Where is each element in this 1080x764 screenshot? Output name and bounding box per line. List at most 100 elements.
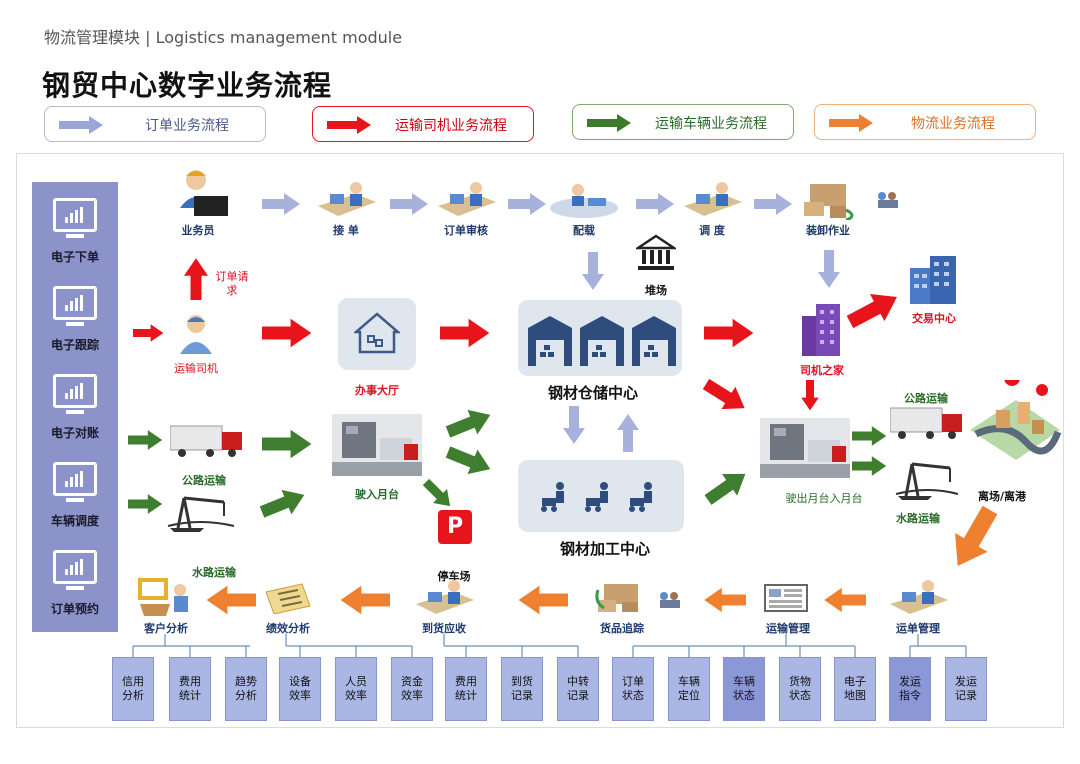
monitor-chart-icon	[53, 198, 97, 238]
bottom-item-arrival-record: 到货记录	[501, 657, 543, 721]
legend-driver-flow: 运输司机业务流程	[312, 106, 534, 142]
forklift-workers-icon	[541, 482, 652, 512]
bottom-item-order-status: 订单状态	[612, 657, 654, 721]
truck-icon	[890, 407, 962, 439]
node-drive-in-platform: 驶入月台	[355, 488, 399, 501]
bottom-item-cargo-status: 货物状态	[779, 657, 821, 721]
node-leave-port: 离场/离港	[977, 490, 1027, 503]
sidebar: 电子下单 电子跟踪 电子对账 车辆调度 订单预约	[32, 182, 118, 632]
warehouse-icon	[528, 316, 676, 366]
sidebar-item-vehicle-dispatch: 车辆调度	[32, 462, 118, 529]
arrow-icon	[587, 114, 631, 132]
node-customer-analysis: 客户分析	[144, 622, 188, 635]
node-stowage: 配载	[573, 224, 595, 237]
page-title: 钢贸中心数字业务流程	[42, 69, 333, 102]
desk-worker-icon	[890, 580, 948, 614]
vehicle-arrow	[418, 474, 458, 514]
vehicle-arrow	[128, 430, 163, 450]
monitor-chart-icon	[53, 462, 97, 502]
node-waybill-mgmt: 运单管理	[896, 622, 940, 635]
node-driver-home: 司机之家	[800, 364, 844, 377]
sidebar-item-e-order: 电子下单	[32, 198, 118, 265]
node-driver: 运输司机	[174, 362, 218, 375]
order-arrow	[508, 193, 546, 215]
loading-boxes-icon	[804, 184, 854, 220]
node-road-transport-right: 公路运输	[904, 392, 948, 405]
vehicle-arrow	[852, 456, 887, 476]
module-subtitle: 物流管理模块 | Logistics management module	[44, 28, 403, 47]
node-performance-analysis: 绩效分析	[266, 622, 310, 635]
sidebar-label: 电子跟踪	[50, 338, 99, 352]
bottom-item-fund-efficiency: 资金效率	[391, 657, 433, 721]
legend-label: 运输车辆业务流程	[655, 116, 767, 132]
bottom-item-transfer-record: 中转记录	[557, 657, 599, 721]
sidebar-label: 车辆调度	[50, 514, 99, 528]
order-arrow	[262, 193, 300, 215]
order-arrow	[563, 406, 585, 444]
bottom-item-e-map: 电子地图	[834, 657, 876, 721]
parking-icon: P	[438, 510, 472, 544]
node-goods-tracking: 货品追踪	[600, 622, 644, 635]
sidebar-item-e-reconcile: 电子对账	[32, 374, 118, 441]
node-loading: 装卸作业	[806, 224, 850, 237]
bottom-item-staff-efficiency: 人员效率	[335, 657, 377, 721]
building-icon	[802, 304, 840, 356]
bottom-item-vehicle-location: 车辆定位	[668, 657, 710, 721]
driver-arrow	[440, 318, 490, 348]
bottom-item-equipment-efficiency: 设备效率	[279, 657, 321, 721]
order-arrow	[390, 193, 428, 215]
city-map-icon	[970, 380, 1062, 460]
sidebar-item-order-booking: 订单预约	[32, 550, 118, 617]
trade-building-icon	[910, 256, 956, 304]
node-receive-order: 接 单	[333, 224, 359, 237]
driver-arrow	[133, 324, 164, 342]
vehicle-arrow	[443, 402, 496, 445]
arrow-icon	[59, 116, 103, 134]
bottom-item-credit-analysis: 信用分析	[112, 657, 154, 721]
logistics-arrow	[206, 585, 256, 615]
order-arrow	[582, 252, 604, 290]
node-yard: 堆场	[645, 284, 667, 297]
legend-order-flow: 订单业务流程	[44, 106, 266, 142]
desk-worker-icon	[684, 182, 742, 216]
vehicle-arrow	[257, 482, 310, 525]
bottom-item-trend-analysis: 趋势分析	[225, 657, 267, 721]
monitor-chart-icon	[53, 374, 97, 414]
vehicle-arrow	[262, 429, 312, 459]
logistics-arrow	[824, 587, 866, 613]
bottom-item-vehicle-status: 车辆状态	[723, 657, 765, 721]
sidebar-item-e-tracking: 电子跟踪	[32, 286, 118, 353]
node-salesman: 业务员	[181, 224, 215, 237]
driver-arrow	[699, 372, 752, 420]
legend-label: 订单业务流程	[145, 118, 229, 134]
node-drive-out-platform: 驶出月台入月台	[785, 492, 863, 505]
logistics-arrow	[518, 585, 568, 615]
legend-vehicle-flow: 运输车辆业务流程	[572, 104, 794, 140]
node-parking: 停车场	[437, 570, 471, 583]
vehicle-arrow	[852, 426, 887, 446]
desk-worker-icon	[416, 580, 474, 614]
truck-icon	[170, 425, 242, 457]
legend-label: 运输司机业务流程	[395, 118, 507, 134]
steel-storage-box	[518, 300, 682, 376]
driver-arrow	[183, 258, 209, 300]
legend-label: 物流业务流程	[911, 116, 995, 132]
port-crane-icon	[167, 496, 235, 532]
legend-logistics-flow: 物流业务流程	[814, 104, 1036, 140]
house-icon	[354, 312, 400, 354]
monitor-dashboard-icon	[764, 584, 808, 612]
desk-worker-icon	[438, 182, 496, 216]
port-crane-icon	[895, 462, 959, 500]
logistics-arrow	[941, 500, 1007, 576]
platform-truck-icon	[760, 418, 850, 478]
customer-analysis-icon	[138, 578, 188, 616]
vehicle-arrow	[128, 494, 163, 514]
node-steel-storage: 钢材仓储中心	[548, 384, 639, 402]
stowage-desk-icon	[550, 184, 618, 218]
node-transport-mgmt: 运输管理	[766, 622, 810, 635]
driver-person-icon	[180, 315, 212, 354]
arrow-icon	[327, 116, 371, 134]
order-arrow	[818, 250, 840, 288]
workers-icon	[878, 192, 898, 208]
sidebar-label: 订单预约	[50, 602, 99, 616]
